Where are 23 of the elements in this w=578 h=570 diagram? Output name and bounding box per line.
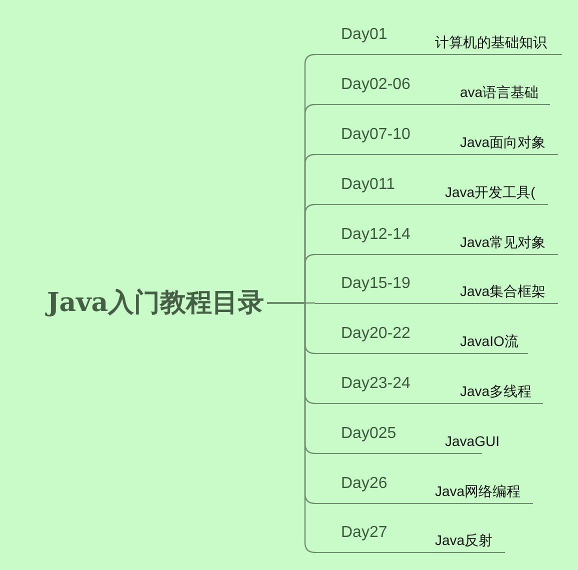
- day-label: Day011: [341, 176, 395, 194]
- day-label: Day27: [341, 524, 388, 542]
- day-label: Day12-14: [341, 226, 410, 244]
- topic-label: Java面向对象: [460, 134, 546, 150]
- day-label: Day01: [341, 26, 388, 44]
- root-topic: Java入门教程目录: [47, 287, 264, 319]
- day-label: Day07-10: [341, 126, 410, 144]
- topic-label: Java开发工具(: [445, 184, 536, 200]
- day-label: Day20-22: [341, 325, 410, 343]
- day-label: Day02-06: [341, 76, 410, 94]
- topic-label: ava语言基础: [460, 84, 539, 100]
- day-label: Day15-19: [341, 275, 410, 293]
- day-label: Day23-24: [341, 375, 410, 393]
- topic-label: JavaGUI: [445, 433, 500, 449]
- topic-label: Java常见对象: [460, 234, 546, 250]
- topic-label: JavaIO流: [460, 333, 518, 349]
- topic-label: Java集合框架: [460, 283, 546, 299]
- topic-label: Java反射: [435, 532, 493, 548]
- day-label: Day26: [341, 475, 388, 493]
- topic-label: Java多线程: [460, 383, 532, 399]
- topic-label: 计算机的基础知识: [435, 34, 547, 50]
- day-label: Day025: [341, 425, 396, 443]
- topic-label: Java网络编程: [435, 483, 521, 499]
